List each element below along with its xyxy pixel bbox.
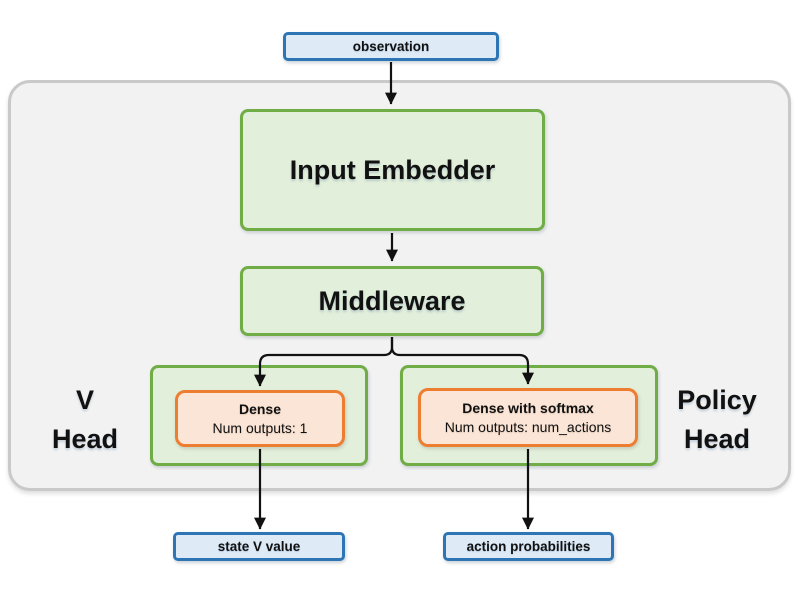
v-head-label-line1: V <box>75 385 94 415</box>
middleware-label: Middleware <box>318 285 466 316</box>
policy-head-label-line1: Policy <box>677 385 757 415</box>
policy-head-label-line2: Head <box>683 424 751 454</box>
observation-node: observation <box>283 32 499 61</box>
action-probabilities-node: action probabilities <box>443 532 614 561</box>
policy-head-label: Policy Head <box>657 381 777 459</box>
v-dense-subtitle: Num outputs: 1 <box>212 419 308 436</box>
action-probabilities-label: action probabilities <box>466 539 591 554</box>
v-dense-node: Dense Num outputs: 1 <box>175 390 345 447</box>
v-head-label: V Head <box>25 381 145 459</box>
v-head-label-line2: Head <box>51 424 119 454</box>
policy-dense-subtitle: Num outputs: num_actions <box>444 418 612 435</box>
state-v-value-label: state V value <box>217 539 301 554</box>
policy-dense-title: Dense with softmax <box>462 400 594 417</box>
state-v-value-node: state V value <box>173 532 345 561</box>
v-dense-title: Dense <box>238 401 282 418</box>
input-embedder-node: Input Embedder <box>240 109 545 231</box>
policy-dense-node: Dense with softmax Num outputs: num_acti… <box>418 388 638 447</box>
middleware-node: Middleware <box>240 266 544 336</box>
observation-label: observation <box>352 39 430 54</box>
input-embedder-label: Input Embedder <box>289 154 496 185</box>
